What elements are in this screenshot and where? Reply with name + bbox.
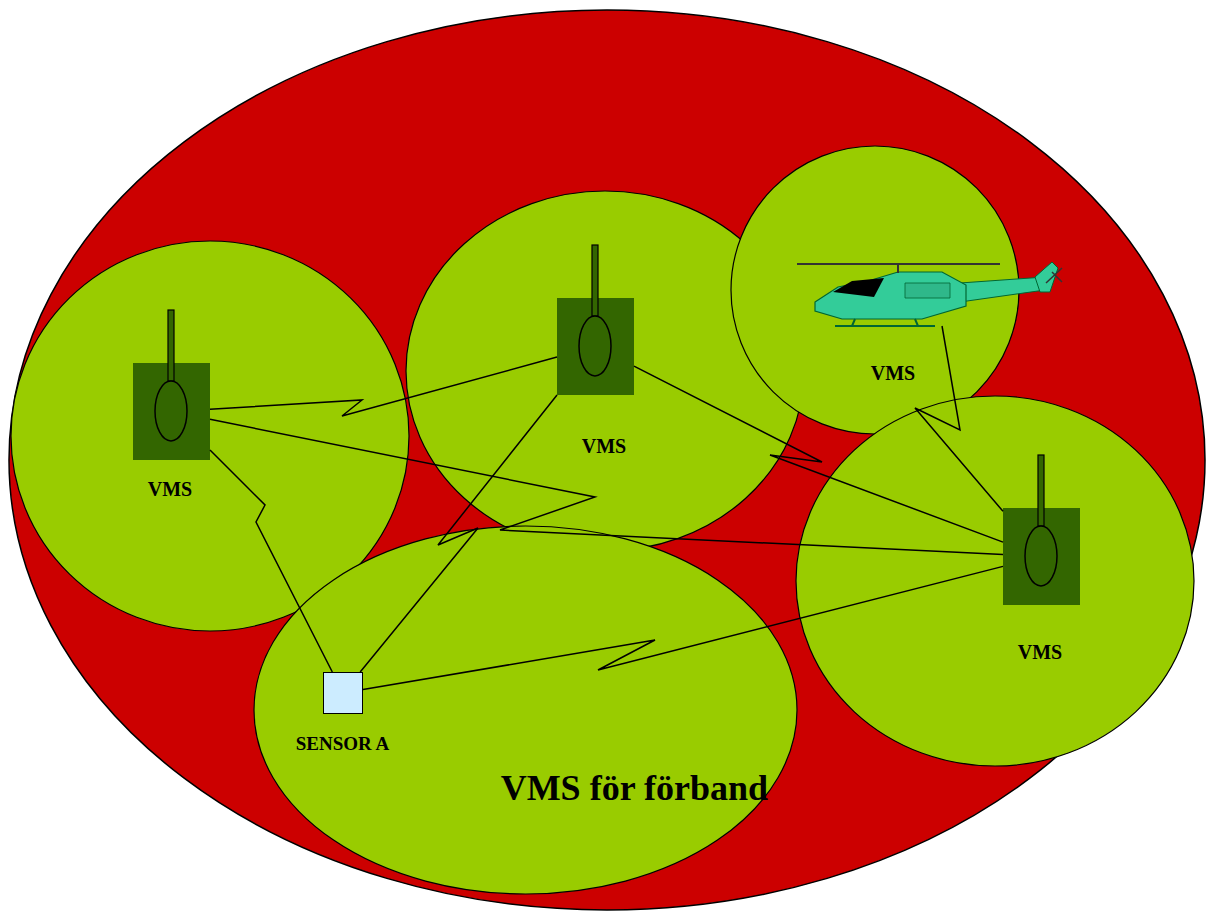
radio-link xyxy=(210,450,332,672)
tail-fin xyxy=(1035,262,1058,292)
tail-boom xyxy=(960,277,1045,302)
sensor-label: SENSOR A xyxy=(296,733,389,755)
coverage-ellipse: SENSOR A VMS för förband xyxy=(253,525,798,895)
skids xyxy=(835,319,935,326)
tank-barrel xyxy=(592,245,598,316)
main-rotor xyxy=(797,264,1000,273)
fuselage xyxy=(815,272,966,319)
unit-label: VMS xyxy=(871,362,915,385)
unit-label: VMS för förband xyxy=(501,768,768,809)
tail-rotor xyxy=(1046,268,1062,283)
coverage-ellipse: VMS xyxy=(795,395,1195,767)
helicopter-body xyxy=(815,262,1058,326)
radio-link xyxy=(210,357,557,416)
sensor-box: SENSOR A xyxy=(323,672,363,714)
coverage-ellipse: VMS xyxy=(730,145,1020,435)
radio-link xyxy=(210,419,1003,554)
canopy xyxy=(833,278,884,297)
tank-turret xyxy=(1025,526,1057,586)
tank-barrel xyxy=(1038,455,1044,526)
coverage-fill xyxy=(254,526,797,894)
unit-label: VMS xyxy=(148,478,192,501)
tank-barrel xyxy=(168,310,174,381)
unit-label: VMS xyxy=(582,435,626,458)
radio-link xyxy=(363,566,1003,689)
tank-icon xyxy=(795,395,1195,767)
radio-link xyxy=(915,326,1003,511)
tank-turret xyxy=(155,381,187,441)
helicopter-icon xyxy=(730,145,1020,435)
radio-link xyxy=(634,366,1003,542)
tank-turret xyxy=(579,316,611,376)
engine-cover xyxy=(905,283,950,298)
coverage-fill xyxy=(796,396,1194,766)
unit-ellipse xyxy=(9,10,1205,910)
unit-label: VMS xyxy=(1018,641,1062,664)
ellipse-outline xyxy=(795,395,1195,767)
radio-link xyxy=(360,395,557,672)
